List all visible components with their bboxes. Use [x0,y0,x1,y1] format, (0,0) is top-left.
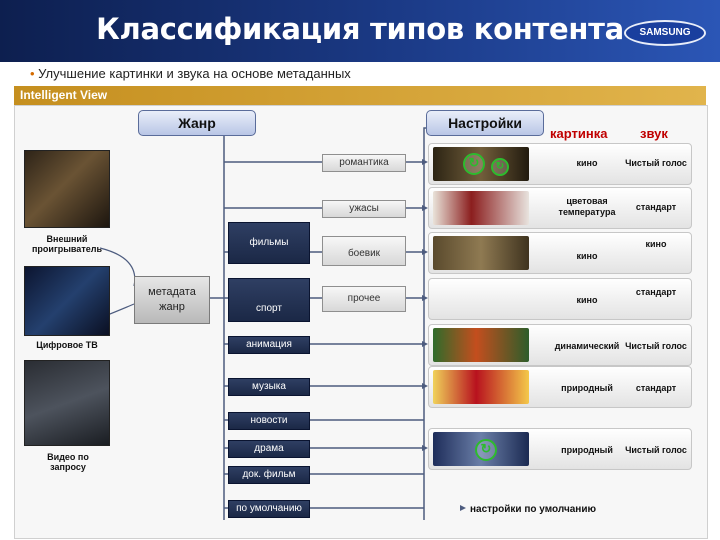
source-thumb-tv [24,266,110,336]
settings-row: ↻ ↻ кино Чистый голос [428,143,692,185]
section-bar [14,86,706,105]
genre-documentary: док. фильм [228,466,310,484]
genre-news: новости [228,412,310,430]
sound-mode: Чистый голос [625,341,687,351]
settings-row: ↻ природный Чистый голос [428,428,692,470]
sound-mode: стандарт [635,287,677,297]
subtitle-text: Улучшение картинки и звука на основе мет… [38,66,351,81]
settings-row: природный стандарт [428,366,692,408]
genre-other: прочее [322,286,406,312]
genre-music: музыка [228,378,310,396]
picture-mode: кино [576,295,598,305]
genre-romance: романтика [322,154,406,172]
row-thumbnail [433,370,529,404]
sound-column-header: звук [640,126,668,141]
row-thumbnail [433,328,529,362]
source-digital-tv: Цифровое ТВ [36,340,98,350]
settings-row: кино стандарт [428,278,692,320]
slide-title: Классификация типов контента [96,12,624,46]
sound-mode: стандарт [635,202,677,212]
row-thumbnail [433,191,529,225]
source-thumb-player [24,150,110,228]
green-check-icon: ↻ [475,439,497,461]
green-check-icon: ↻ [491,158,509,176]
picture-mode: цветовая температура [558,196,616,217]
source-video-on-demand: Видео по запросу [47,452,89,472]
genre-drama: драма [228,440,310,458]
default-settings-label: настройки по умолчанию [470,504,597,515]
picture-mode: динамический [554,341,620,351]
title-banner [0,0,720,62]
picture-mode: природный [561,445,613,455]
settings-header: Настройки [426,110,544,136]
picture-mode: кино [576,158,598,168]
genre-films: фильмы [228,222,310,264]
source-external-player: Внешний проигрыватель [32,234,102,254]
genre-sport: спорт [228,278,310,322]
sound-mode: кино [645,239,667,249]
bullet-icon: • [30,66,39,81]
source-thumb-vod [24,360,110,446]
sound-mode: Чистый голос [625,445,687,455]
brand-logo: SAMSUNG [624,20,706,46]
metadata-genre-box: метадата жанр [134,276,210,324]
genre-header: Жанр [138,110,256,136]
sound-mode: стандарт [635,383,677,393]
genre-animation: анимация [228,336,310,354]
settings-row: кино кино [428,232,692,274]
subtitle: • Улучшение картинки и звука на основе м… [30,66,351,81]
green-check-icon: ↻ [463,153,485,175]
picture-mode: природный [561,383,613,393]
picture-column-header: картинка [550,126,608,141]
genre-horror: ужасы [322,200,406,218]
genre-default: по умолчанию [228,500,310,518]
sound-mode: Чистый голос [625,158,687,168]
row-thumbnail [433,236,529,270]
subtitle-row [0,62,720,84]
picture-mode: кино [576,251,598,261]
settings-row: цветовая температура стандарт [428,187,692,229]
settings-row: динамический Чистый голос [428,324,692,366]
genre-action: боевик [322,236,406,266]
section-label: Intelligent View [20,88,108,102]
